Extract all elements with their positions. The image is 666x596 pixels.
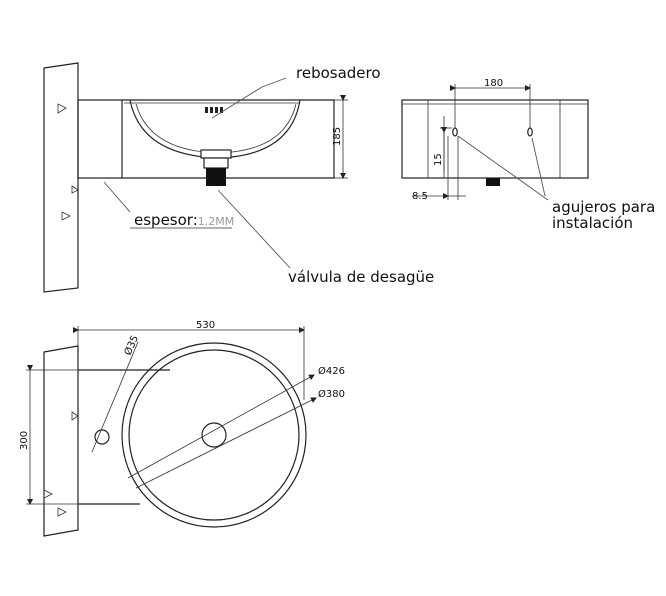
wall-marker-icon (57, 507, 67, 517)
wall-marker-icon (61, 211, 71, 221)
wall-side (43, 62, 79, 293)
basin-outer-rim (121, 342, 307, 528)
outer-diameter-dimension: Ø426 (318, 365, 345, 377)
basin-body (122, 99, 335, 179)
side-view: 185 (43, 62, 348, 293)
mounting-holes-label-line2: instalación (552, 214, 633, 232)
hole-height-dimension: 15 (433, 153, 444, 166)
faucet-hole-icon (94, 429, 110, 445)
mounting-holes-label-line1: agujeros para (552, 198, 655, 216)
basin-inner-rim (128, 349, 300, 521)
wall-marker-icon (71, 411, 79, 421)
wall-marker-icon (57, 103, 67, 114)
inner-diameter-dimension: Ø380 (318, 388, 345, 400)
thickness-value: 1.2MM (198, 215, 234, 228)
side-height-dimension: 185 (332, 127, 343, 146)
overflow-label: rebosadero (296, 64, 381, 82)
depth-dimension: 300 (19, 431, 30, 450)
hole-spacing-dimension: 180 (484, 78, 503, 89)
thickness-callout: espesor:1.2MM (130, 211, 234, 229)
svg-text:espesor:1.2MM: espesor:1.2MM (134, 211, 234, 229)
drain-valve-icon (200, 149, 232, 186)
mounting-plate (77, 99, 123, 179)
top-view: 300 530 Ø35 Ø426 Ø380 (19, 320, 345, 537)
wall-marker-icon (71, 185, 79, 194)
drain-hole-icon (201, 422, 227, 448)
wall-marker-icon (43, 489, 53, 499)
drain-stub-icon (486, 178, 500, 186)
mounting-hole-icon (527, 127, 533, 137)
hole-offset-dimension: 8.5 (412, 191, 428, 202)
thickness-label: espesor: (134, 211, 198, 229)
faucet-hole-diameter: Ø35 (122, 334, 141, 358)
total-width-dimension: 530 (196, 320, 215, 331)
wall-top (43, 345, 79, 537)
drain-valve-label: válvula de desagüe (288, 268, 434, 286)
overflow-slots-icon (205, 107, 223, 113)
mounting-hole-icon (452, 127, 458, 137)
back-view: 180 15 8.5 (401, 78, 589, 202)
